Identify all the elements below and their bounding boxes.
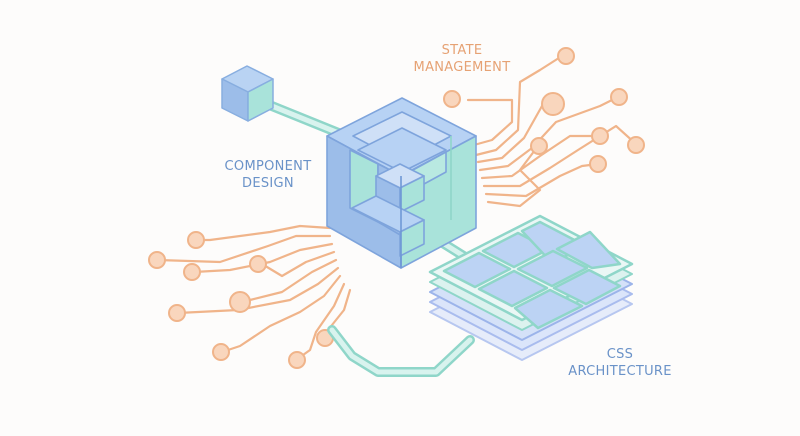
css-architecture-label-line2: ARCHITECTURE (568, 364, 672, 379)
left-node (187, 231, 205, 249)
state-node (557, 47, 575, 65)
state-management-label-line2: MANAGEMENT (413, 60, 511, 75)
state-node (591, 127, 609, 145)
state-management-label-line1: STATE (441, 43, 483, 58)
state-management-label: STATE MANAGEMENT (392, 42, 532, 76)
left-node (229, 291, 251, 313)
css-architecture-label: CSS ARCHITECTURE (555, 346, 685, 380)
component-design-label-line1: COMPONENT (224, 159, 312, 174)
state-node (589, 155, 607, 173)
left-node (249, 255, 267, 273)
left-node (148, 251, 166, 269)
state-node (443, 90, 461, 108)
state-management-nodes (443, 47, 645, 173)
state-node (530, 137, 548, 155)
state-node (610, 88, 628, 106)
component-design-label: COMPONENT DESIGN (208, 158, 328, 192)
css-architecture-label-line1: CSS (606, 347, 634, 362)
component-cube-icon (326, 97, 477, 269)
state-management-circuit (466, 54, 638, 208)
state-node (541, 92, 565, 116)
component-design-label-line2: DESIGN (242, 176, 294, 191)
css-layer-grid-icon (428, 214, 634, 361)
left-node (212, 343, 230, 361)
left-node (168, 304, 186, 322)
left-node (288, 351, 306, 369)
small-cube-icon (221, 65, 274, 122)
left-node (183, 263, 201, 281)
state-node (627, 136, 645, 154)
left-circuit-nodes (148, 231, 334, 369)
